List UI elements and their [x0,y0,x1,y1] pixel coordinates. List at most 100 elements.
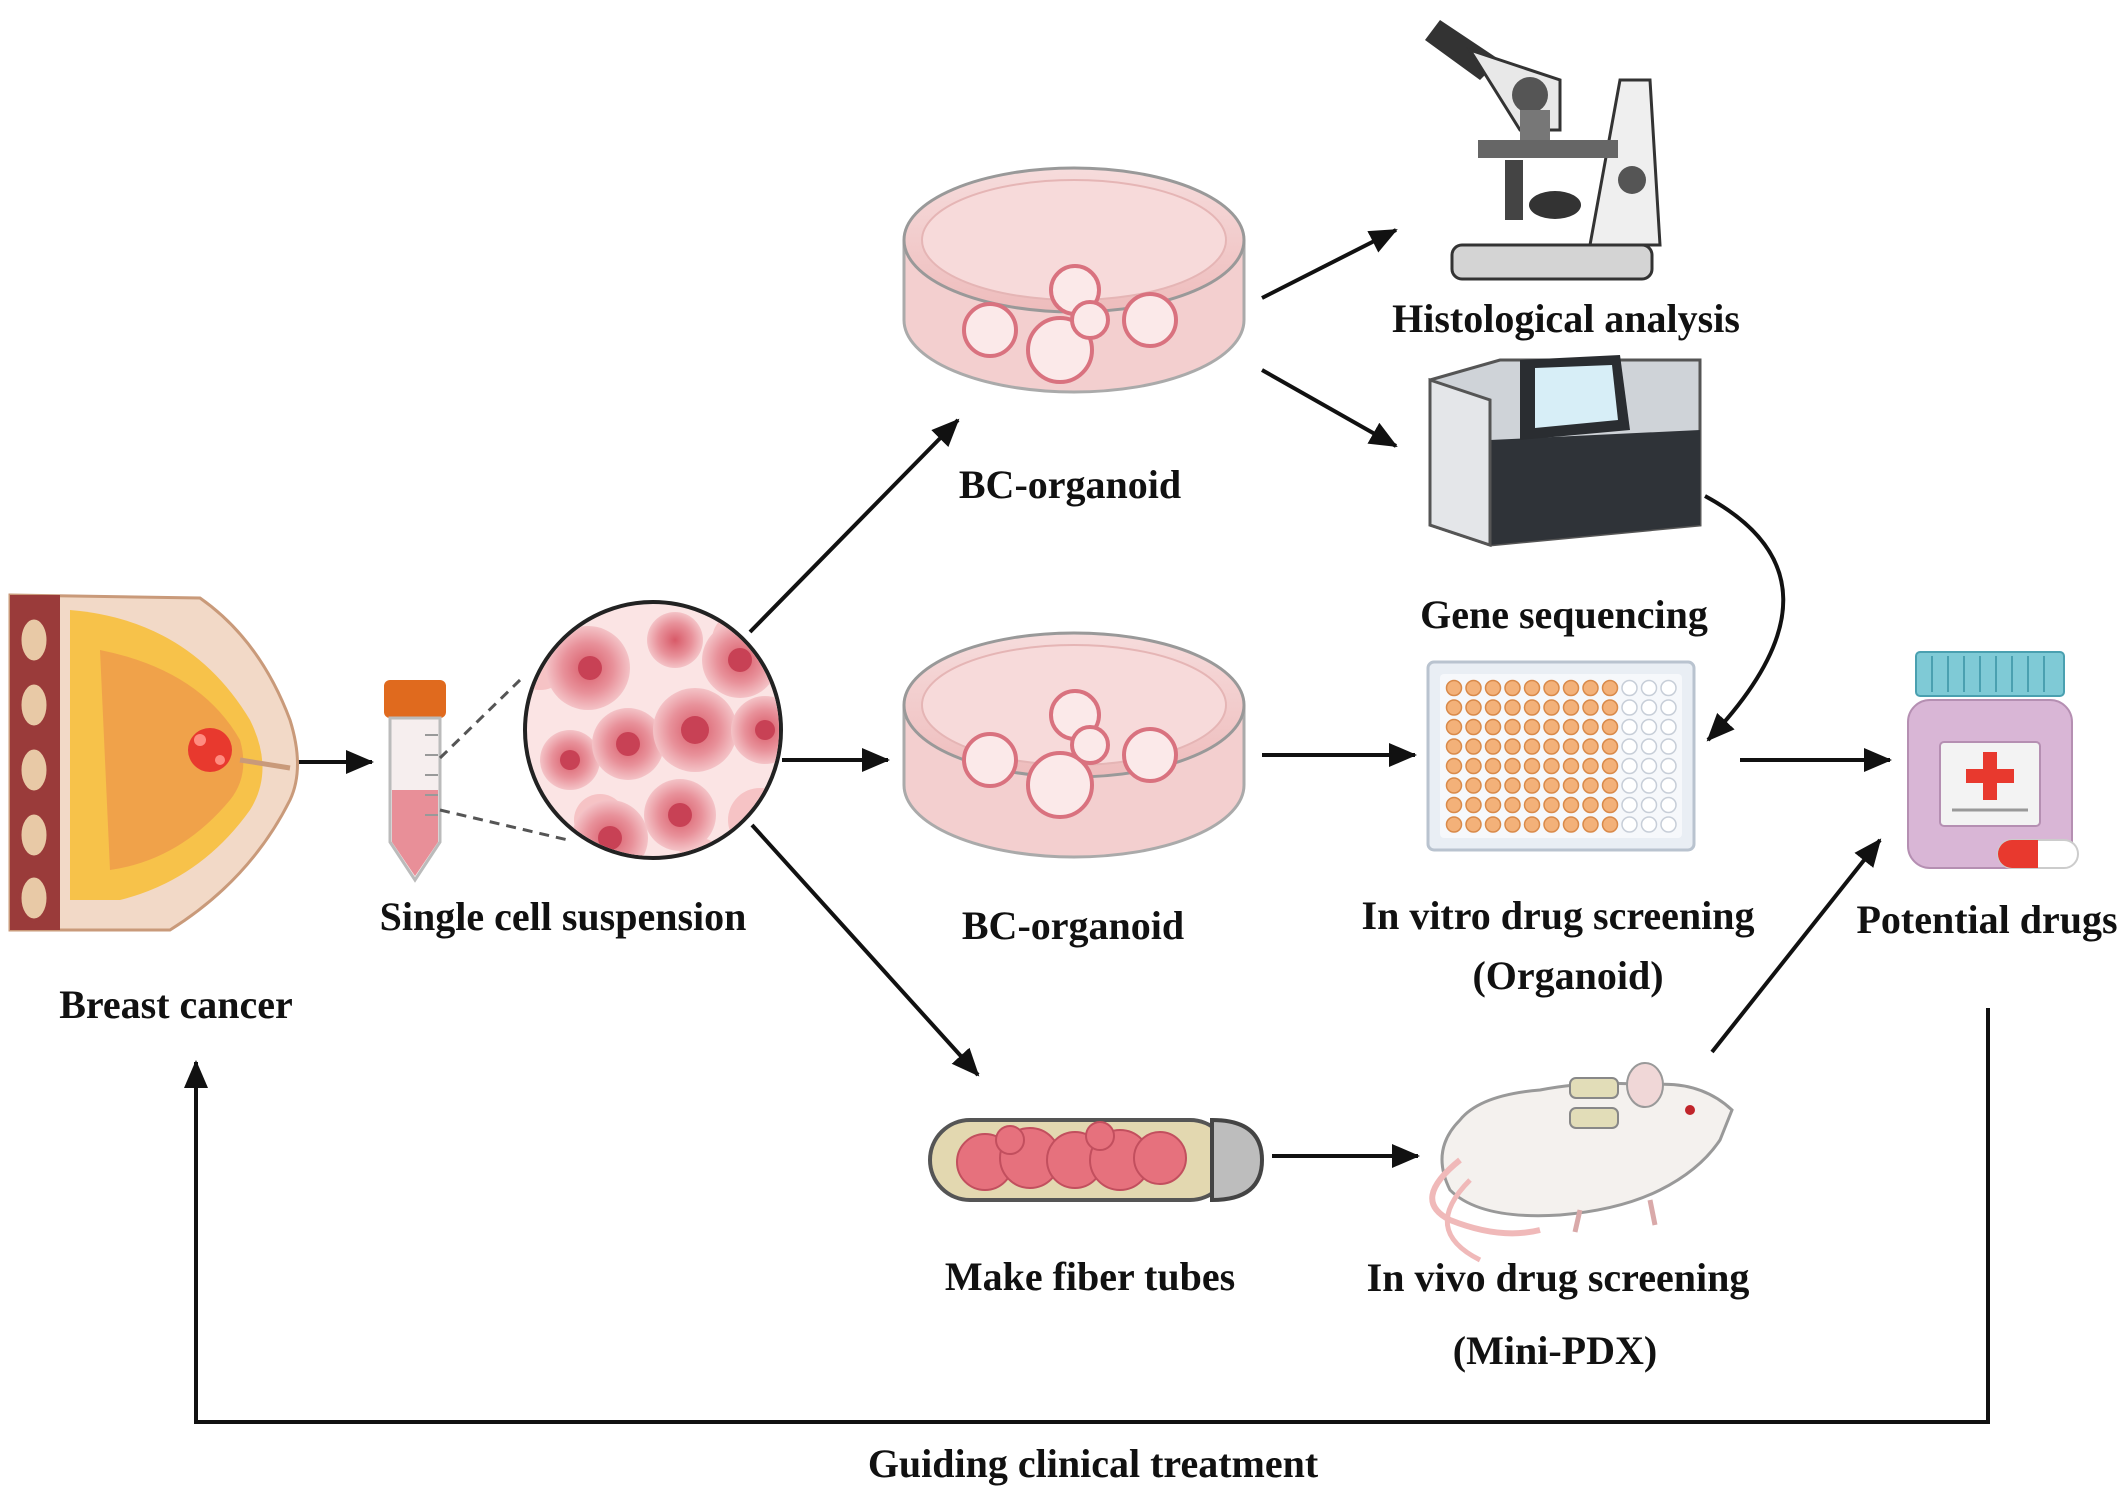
petri-dish-mid-icon [902,631,1246,859]
well [1484,718,1502,736]
well [1523,718,1541,736]
well [1621,738,1638,755]
well [1465,718,1482,736]
zoom-line-top [438,678,522,760]
well [1543,816,1560,833]
well [1562,816,1580,833]
well [1484,796,1502,814]
well [1640,679,1658,697]
fiber-tube-icon [928,1117,1265,1203]
well [1504,757,1521,775]
label-bc-organoid-mid: BC-organoid [961,903,1185,948]
well [1601,679,1619,697]
well [1660,738,1677,755]
well [1562,738,1580,755]
well [1465,679,1482,697]
microscope-icon [1425,20,1662,281]
well [1621,757,1638,775]
well [1582,738,1599,755]
well [1582,777,1599,794]
well [1621,796,1638,814]
well [1562,757,1580,775]
well [1523,796,1541,814]
well [1660,718,1677,736]
well-grid [1445,679,1677,833]
well [1484,679,1502,697]
well [1621,718,1638,736]
well-plate-icon [1426,660,1696,852]
well [1543,796,1560,814]
well [1504,777,1521,794]
label-single-cell-suspension: Single cell suspension [379,894,747,939]
well [1562,777,1580,794]
arrow-sequencing-to-invitro [1704,494,1786,742]
label-in-vivo-mini-pdx: (Mini-PDX) [1452,1328,1658,1373]
label-potential-drugs: Potential drugs [1856,897,2118,942]
well [1601,699,1619,716]
well [1601,777,1619,794]
well [1445,718,1463,736]
arrow-cells-to-organoid-top [748,418,960,634]
well [1504,738,1521,755]
well [1640,718,1658,736]
well [1582,757,1599,775]
zoom-line-bottom [439,808,569,842]
well [1660,757,1677,775]
well [1445,816,1463,833]
well [1504,679,1521,697]
well [1465,816,1482,833]
well [1621,699,1638,716]
arrows [184,228,1990,1424]
well [1484,699,1502,716]
well [1562,796,1580,814]
well [1582,796,1599,814]
arrow-organoid-to-histology [1261,228,1398,300]
well [1621,679,1638,697]
well [1621,777,1638,794]
well [1562,699,1580,716]
well [1660,699,1677,716]
label-bc-organoid-top: BC-organoid [958,462,1182,507]
well [1601,757,1619,775]
well [1640,757,1658,775]
well [1445,679,1463,697]
well [1445,757,1463,775]
well [1543,757,1560,775]
well [1601,738,1619,755]
label-in-vitro-organoid: (Organoid) [1472,953,1664,998]
label-breast-cancer: Breast cancer [59,982,293,1027]
cell-magnifier-icon [523,600,783,860]
label-gene-sequencing: Gene sequencing [1420,592,1708,637]
label-in-vivo-screening: In vivo drug screening [1366,1255,1750,1300]
well [1601,816,1619,833]
petri-dish-top-icon [902,166,1246,394]
well [1465,699,1482,716]
label-histological-analysis: Histological analysis [1392,296,1740,341]
well [1484,777,1502,794]
well [1601,796,1619,814]
breast-anatomy-icon [8,593,299,932]
well [1582,718,1599,736]
well [1543,718,1560,736]
label-guiding-clinical-treatment: Guiding clinical treatment [867,1441,1319,1486]
well [1465,757,1482,775]
well [1523,816,1541,833]
well [1562,718,1580,736]
well [1543,738,1560,755]
well [1504,796,1521,814]
well [1543,699,1560,716]
well [1523,679,1541,697]
well [1543,679,1560,697]
mouse-icon [1429,1062,1734,1263]
well [1582,679,1599,697]
centrifuge-tube-icon [384,680,446,883]
well [1523,777,1541,794]
well [1484,816,1502,833]
well [1640,777,1658,794]
well [1562,679,1580,697]
well [1640,699,1658,716]
well [1660,816,1677,833]
arrow-organoid-to-sequencing [1261,368,1398,448]
